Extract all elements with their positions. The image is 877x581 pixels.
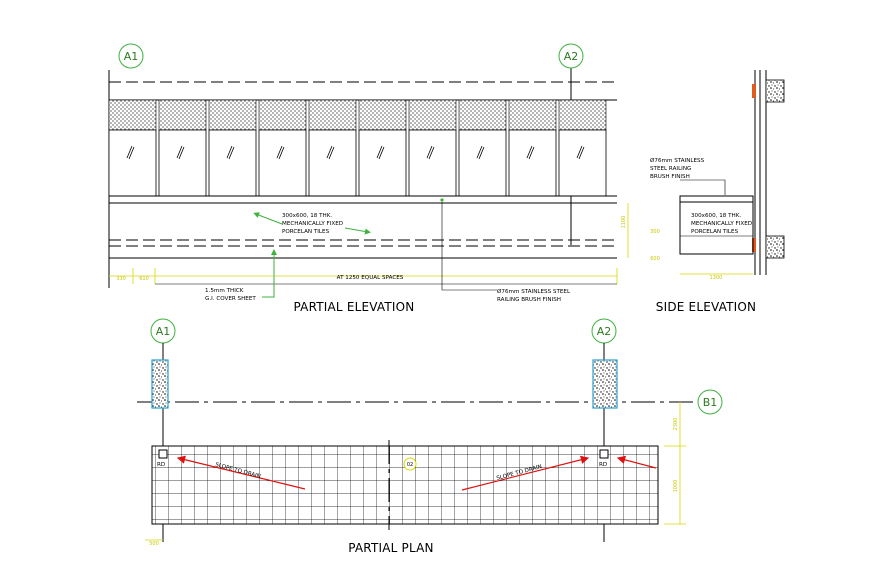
note-tiles-2: MECHANICALLY FIXED bbox=[282, 221, 343, 227]
slope-arrow-edge bbox=[616, 455, 657, 469]
title-partial-elevation: PARTIAL ELEVATION bbox=[294, 300, 415, 314]
roof-drain-right bbox=[599, 449, 609, 459]
column-a2 bbox=[592, 359, 618, 409]
leader-gi bbox=[262, 249, 277, 298]
note-side-tiles-2: MECHANICALLY FIXED bbox=[691, 221, 752, 227]
mesh-panel bbox=[558, 99, 607, 131]
glass-panel bbox=[258, 129, 307, 197]
slab-section-bottom bbox=[765, 235, 785, 259]
section-tag bbox=[403, 457, 417, 471]
grid-bubble-a1-elevation bbox=[118, 43, 144, 69]
mesh-panel bbox=[208, 99, 257, 131]
mesh-panel bbox=[408, 99, 457, 131]
glass-reflection bbox=[326, 145, 335, 160]
mesh-panel bbox=[458, 99, 507, 131]
glass-panel bbox=[108, 129, 157, 197]
partial-plan-view: A1 A2 B1 RD RD 02 SLOPE TO DRAIN SLOPE T… bbox=[137, 318, 723, 555]
title-side-elevation: SIDE ELEVATION bbox=[656, 300, 756, 314]
mesh-panel bbox=[508, 99, 557, 131]
note-tiles-1: 300x600, 18 THK. bbox=[282, 213, 332, 219]
glass-panel bbox=[308, 129, 357, 197]
rd-label-right: RD bbox=[599, 462, 607, 468]
side-elevation-view: Ø76mm STAINLESS STEEL RAILING BRUSH FINI… bbox=[650, 70, 785, 314]
leader-dot bbox=[440, 198, 444, 202]
leader-tiles-right bbox=[344, 227, 371, 235]
perforated-mesh-band bbox=[108, 99, 607, 131]
partial-elevation-view: A1 A2 330 610 AT 1250 EQUAL SPACES 1100 … bbox=[108, 43, 660, 314]
mesh-panel bbox=[358, 99, 407, 131]
grid-bubble-a2-elevation bbox=[558, 43, 584, 69]
glass-reflection bbox=[376, 145, 385, 160]
roof-drain-left bbox=[158, 449, 168, 459]
mesh-panel bbox=[308, 99, 357, 131]
note-side-tiles-3: PORCELAN TILES bbox=[691, 229, 739, 235]
grid-label-a1-plan: A1 bbox=[156, 325, 171, 338]
glass-panel bbox=[558, 129, 607, 197]
note-side-railing-2: STEEL RAILING bbox=[650, 166, 691, 172]
mesh-panel bbox=[108, 99, 157, 131]
dim-2300: 2300 bbox=[673, 418, 679, 431]
mesh-panel bbox=[258, 99, 307, 131]
note-side-railing-3: BRUSH FINISH bbox=[650, 174, 690, 180]
leader-side-railing bbox=[680, 179, 726, 195]
slope-arrow-left bbox=[176, 455, 306, 490]
note-gi-2: G.I. COVER SHEET bbox=[205, 296, 256, 302]
grid-label-a1-elevation: A1 bbox=[124, 50, 139, 63]
side-cladding bbox=[679, 201, 754, 255]
edge-marker-bottom bbox=[752, 238, 756, 252]
note-railing-bottom-2: RAILING BRUSH FINISH bbox=[497, 297, 561, 303]
glass-reflection bbox=[426, 145, 435, 160]
glass-panel bbox=[358, 129, 407, 197]
glass-panel bbox=[458, 129, 507, 197]
glass-panel bbox=[208, 129, 257, 197]
dim-500: 500 bbox=[149, 541, 159, 547]
grid-label-a2-plan: A2 bbox=[597, 325, 612, 338]
glass-reflection bbox=[476, 145, 485, 160]
glass-reflection bbox=[526, 145, 535, 160]
note-tiles-3: PORCELAN TILES bbox=[282, 229, 330, 235]
leader-railing-bottom bbox=[441, 202, 497, 291]
glass-reflection bbox=[176, 145, 185, 160]
dim-330: 330 bbox=[116, 276, 126, 282]
edge-marker-top bbox=[752, 84, 756, 98]
dim-1100: 1100 bbox=[621, 216, 627, 229]
glass-reflection bbox=[276, 145, 285, 160]
slab-section-top bbox=[765, 79, 785, 103]
note-side-railing-1: Ø76mm STAINLESS bbox=[650, 157, 705, 164]
note-equal-spaces: AT 1250 EQUAL SPACES bbox=[337, 275, 404, 281]
dim-600: 600 bbox=[650, 256, 660, 262]
grid-label-b1: B1 bbox=[703, 396, 718, 409]
tile-floor-grid bbox=[151, 445, 659, 525]
rd-label-left: RD bbox=[157, 462, 165, 468]
glass-reflection bbox=[576, 145, 585, 160]
grid-label-a2-elevation: A2 bbox=[564, 50, 579, 63]
title-partial-plan: PARTIAL PLAN bbox=[348, 541, 434, 555]
leader-tiles-left bbox=[253, 212, 283, 225]
dim-300: 300 bbox=[650, 229, 660, 235]
dim-610: 610 bbox=[139, 276, 149, 282]
section-tag-label: 02 bbox=[407, 462, 413, 468]
slope-arrow-right bbox=[461, 455, 590, 491]
dim-1000: 1000 bbox=[673, 480, 679, 493]
note-gi-1: 1.5mm THICK bbox=[205, 288, 244, 294]
dim-1300: 1300 bbox=[710, 275, 723, 281]
glass-reflection bbox=[226, 145, 235, 160]
glass-panel bbox=[508, 129, 557, 197]
column-a1 bbox=[151, 359, 169, 409]
glass-railing-panels bbox=[108, 129, 607, 197]
grid-bubble-b1 bbox=[697, 389, 723, 415]
glass-panel bbox=[408, 129, 457, 197]
note-side-tiles-1: 300x600, 18 THK. bbox=[691, 213, 741, 219]
note-railing-bottom-1: Ø76mm STAINLESS STEEL bbox=[497, 288, 571, 295]
mesh-panel bbox=[158, 99, 207, 131]
side-railing-top bbox=[679, 195, 754, 203]
glass-panel bbox=[158, 129, 207, 197]
glass-reflection bbox=[126, 145, 135, 160]
